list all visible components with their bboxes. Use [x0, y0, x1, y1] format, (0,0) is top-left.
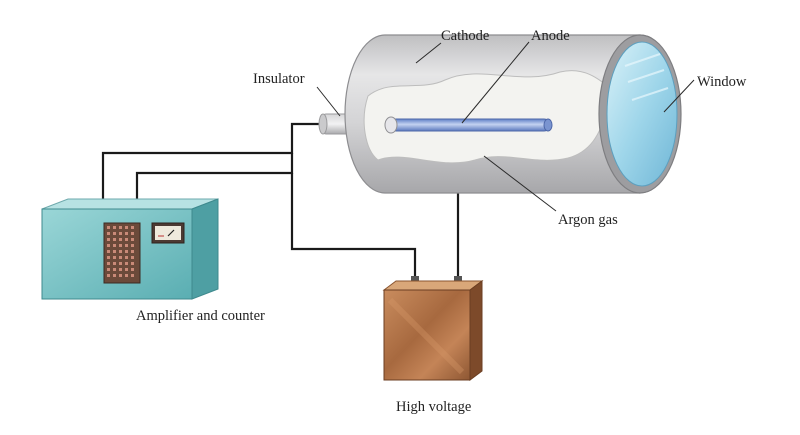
leader-lines — [316, 41, 695, 212]
speaker-grill — [103, 222, 141, 284]
wire-insulator-to-amplifier-b — [135, 153, 294, 206]
label-insulator: Insulator — [253, 71, 305, 87]
label-window: Window — [697, 74, 747, 90]
anode-rod — [384, 116, 553, 134]
amplifier-counter-box — [41, 198, 219, 300]
window-glass — [606, 41, 678, 187]
wire-to-battery-negative — [290, 173, 417, 278]
battery-terminal-negative — [411, 276, 419, 284]
label-anode: Anode — [531, 28, 570, 44]
leader-argon-gas — [483, 155, 557, 212]
geiger-tube — [344, 34, 682, 194]
leader-window — [663, 79, 695, 113]
leader-anode — [461, 41, 530, 124]
high-voltage-battery — [382, 276, 484, 381]
battery-terminal-positive — [454, 276, 462, 284]
label-argon-gas: Argon gas — [558, 212, 618, 228]
argon-gas-region — [363, 70, 613, 164]
wiring — [101, 122, 460, 278]
window-glare — [624, 53, 669, 101]
leader-cathode — [415, 42, 442, 64]
label-amplifier-counter: Amplifier and counter — [136, 308, 265, 324]
leader-insulator — [316, 86, 341, 117]
meter-gauge — [151, 222, 185, 244]
label-high-voltage: High voltage — [396, 399, 471, 415]
label-cathode: Cathode — [441, 28, 489, 44]
